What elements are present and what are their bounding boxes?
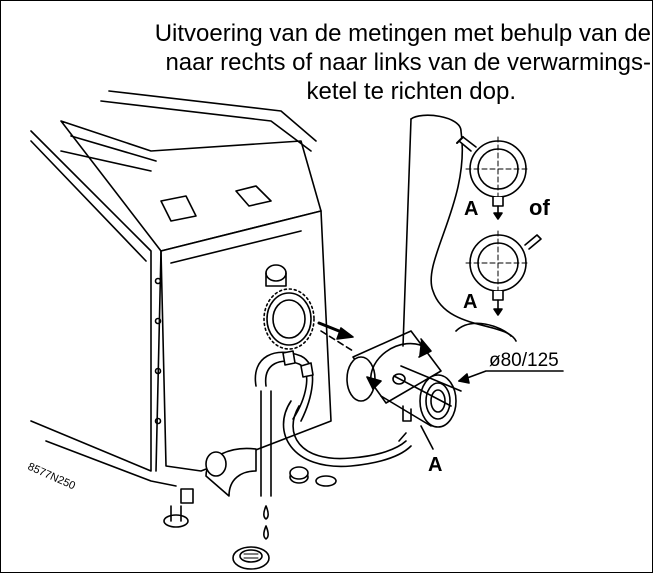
label-a-middle: A bbox=[463, 291, 477, 313]
drain-hose bbox=[205, 350, 412, 570]
caption-line-2: naar rechts of naar links van de verwarm… bbox=[165, 49, 651, 76]
figure-caption-end: ketel te richten dop. bbox=[61, 77, 516, 106]
detail-ring-lower bbox=[465, 230, 542, 316]
caption-line-1: Uitvoering van de metingen met behulp va… bbox=[154, 20, 651, 47]
label-a-bottom: A bbox=[428, 454, 442, 476]
label-reference-code: 8577N250 bbox=[26, 461, 77, 493]
detail-ring-upper bbox=[456, 136, 531, 220]
label-diameter: ø80/125 bbox=[489, 350, 559, 371]
caption-line-3: ketel te richten dop. bbox=[306, 78, 516, 105]
flue-adaptor bbox=[317, 321, 564, 450]
boiler-housing bbox=[30, 90, 337, 528]
detail-inset bbox=[402, 114, 542, 347]
label-a-top: A bbox=[464, 198, 478, 220]
figure-caption: Uitvoering van de metingen met behulp va… bbox=[61, 19, 651, 77]
label-of: of bbox=[529, 195, 550, 220]
